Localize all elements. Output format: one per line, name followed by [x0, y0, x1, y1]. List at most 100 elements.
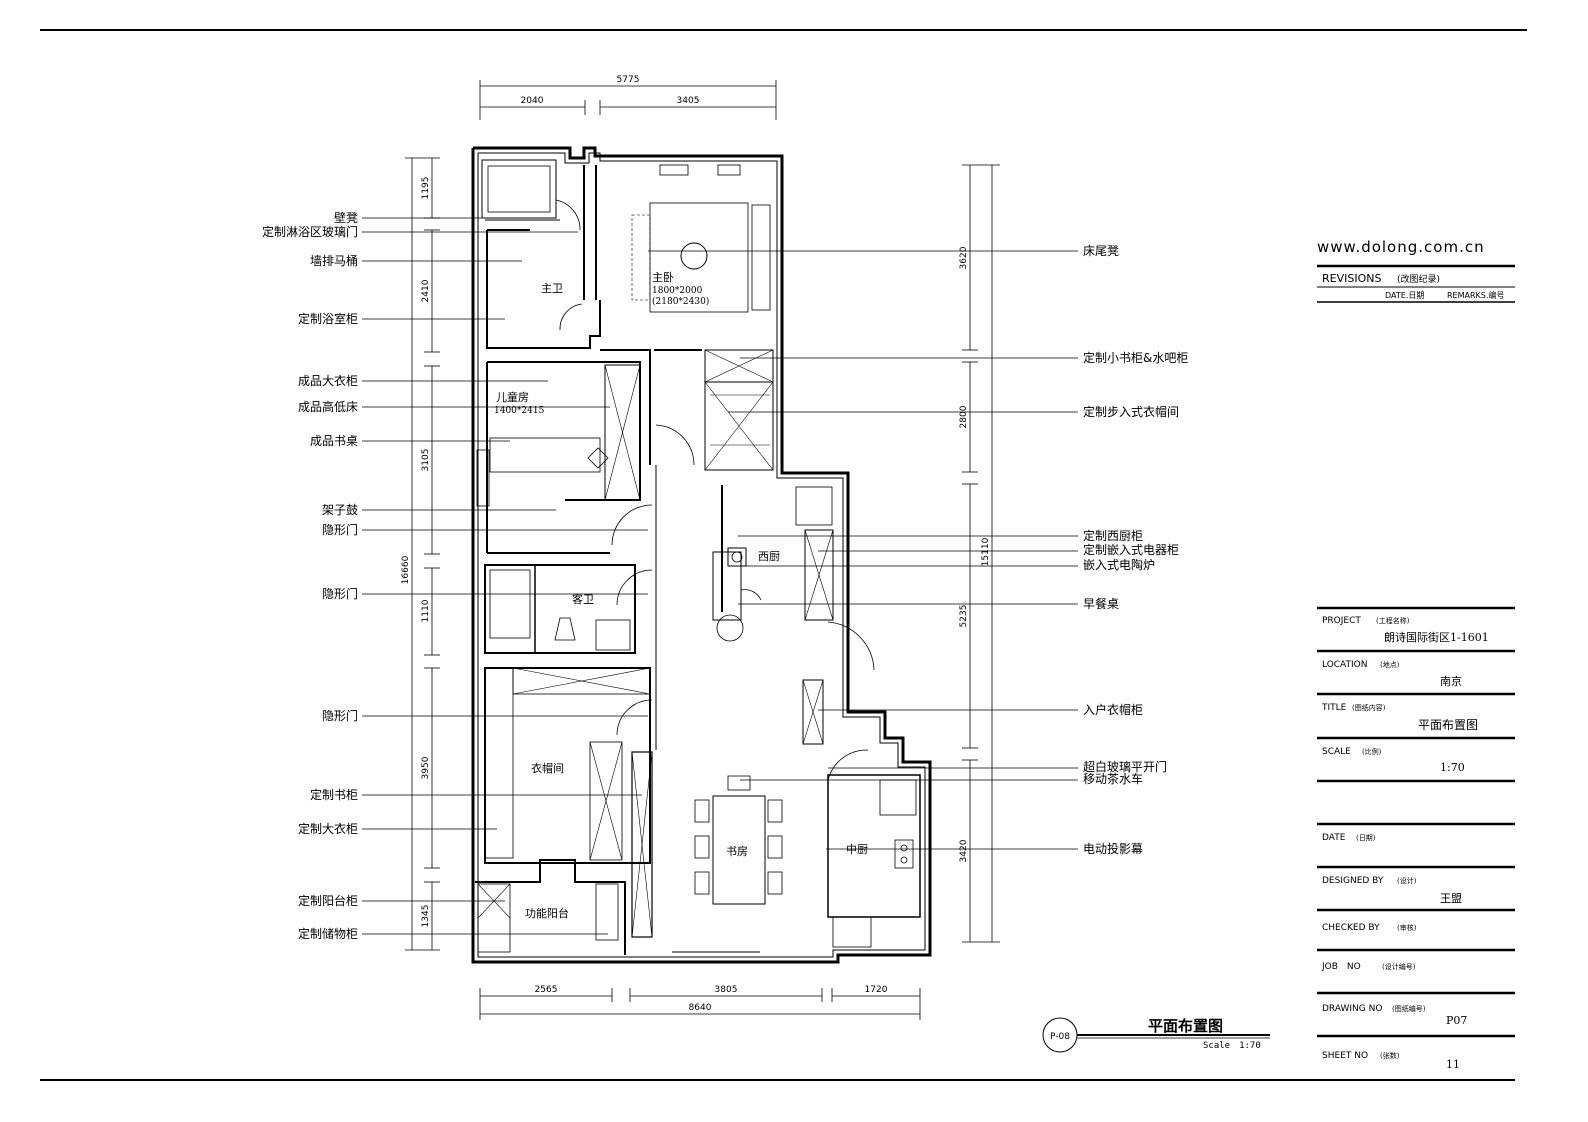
room-balcony: 功能阳台	[525, 906, 569, 920]
label-drum-kit: 架子鼓	[322, 503, 358, 517]
dim-bottom-3: 1720	[865, 985, 888, 995]
room-master-bed-size2: (2180*2430)	[652, 296, 709, 307]
scale-value: 1:70	[1440, 761, 1465, 774]
walk-in-closet	[704, 381, 774, 471]
location-label-cn: (地点)	[1380, 660, 1400, 669]
chinese-kitchen	[827, 774, 921, 918]
room-wardrobe: 衣帽间	[531, 761, 564, 775]
dim-right-3: 5235	[959, 605, 969, 628]
label-hidden-door-1: 隐形门	[322, 522, 358, 537]
room-western-kitchen: 西厨	[758, 550, 780, 563]
dim-right-total: 15110	[981, 537, 991, 566]
label-wardrobe: 成品大衣柜	[298, 373, 358, 388]
dim-right-2: 2800	[959, 405, 969, 428]
kids-bunk-bed	[604, 364, 641, 501]
date-label-cn: (日期)	[1356, 834, 1376, 842]
left-callout-labels: 壁凳 定制淋浴区玻璃门 墙排马桶 定制浴室柜 成品大衣柜 成品高低床 成品书桌 …	[262, 210, 358, 941]
sheet-no-label-cn: (张数)	[1380, 1051, 1400, 1060]
room-labels: 主卧 1800*2000 (2180*2430) 主卫 儿童房 1400*241…	[494, 271, 868, 920]
label-ceramic-stove: 嵌入式电陶炉	[1083, 557, 1155, 572]
room-master-bath: 主卫	[541, 282, 563, 295]
bottom-dimensions	[479, 988, 921, 1020]
drawing-title-block: P-08 平面布置图 Scale 1:70	[1042, 1017, 1270, 1053]
dining-table	[712, 795, 766, 905]
scale-label: SCALE	[1322, 747, 1351, 757]
left-dimensions	[405, 157, 440, 951]
drawing-title-main: 平面布置图	[1148, 1017, 1223, 1035]
revisions-remarks: REMARKS.编号	[1447, 290, 1504, 300]
dim-left-2: 2410	[421, 279, 431, 302]
drawing-no-label: DRAWING NO	[1322, 1004, 1382, 1014]
sheet-no-label: SHEET NO	[1322, 1051, 1368, 1061]
dim-right-1: 3620	[959, 246, 969, 269]
label-hidden-door-2: 隐形门	[322, 586, 358, 601]
dim-bottom-total: 8640	[689, 1003, 712, 1013]
left-callouts	[362, 217, 648, 935]
label-storage-cabinet: 定制储物柜	[298, 926, 358, 941]
label-projector-screen: 电动投影幕	[1083, 841, 1143, 856]
designed-label: DESIGNED BY	[1322, 876, 1384, 886]
right-callouts	[648, 250, 1078, 850]
label-desk: 成品书桌	[310, 434, 358, 448]
dim-left-total: 16660	[401, 555, 411, 584]
project-label: PROJECT	[1322, 616, 1361, 626]
drawing-title-scale: Scale 1:70	[1203, 1041, 1261, 1051]
label-tea-cart: 移动茶水车	[1083, 771, 1143, 786]
label-walk-in-closet: 定制步入式衣帽间	[1083, 404, 1179, 419]
title-label-cn: (图纸内容)	[1352, 703, 1386, 712]
room-study: 书房	[726, 845, 748, 858]
room-chinese-kitchen: 中厨	[846, 843, 868, 856]
label-custom-bookcase: 定制书柜	[310, 787, 358, 802]
dim-left-6: 1345	[421, 905, 431, 928]
outer-wall	[471, 146, 932, 964]
room-kids-room: 儿童房	[496, 390, 529, 404]
label-hidden-door-3: 隐形门	[322, 708, 358, 723]
job-label: JOB NO	[1321, 962, 1361, 972]
study-bookshelf	[631, 751, 653, 938]
right-dimensions	[962, 164, 1000, 943]
dim-left-4: 1110	[421, 599, 431, 622]
revisions-date: DATE.日期	[1385, 291, 1424, 300]
label-bar-cabinet: 定制小书柜&水吧柜	[1083, 350, 1188, 365]
right-callout-labels: 床尾凳 定制小书柜&水吧柜 定制步入式衣帽间 定制西厨柜 定制嵌入式电器柜 嵌入…	[1083, 243, 1188, 856]
title-value: 平面布置图	[1418, 718, 1478, 732]
label-entry-closet: 入户衣帽柜	[1083, 702, 1143, 717]
designed-value: 王盟	[1440, 892, 1462, 905]
dim-top-left: 2040	[521, 96, 544, 106]
location-value: 南京	[1440, 674, 1462, 688]
label-bath-cabinet: 定制浴室柜	[298, 311, 358, 326]
label-glass-door: 超白玻璃平开门	[1083, 759, 1167, 774]
dim-left-1: 1195	[421, 177, 431, 200]
breakfast-table	[712, 551, 742, 621]
project-label-cn: (工程名称)	[1376, 616, 1410, 625]
label-bunk-bed: 成品高低床	[298, 399, 358, 414]
label-wall-toilet: 墙排马桶	[310, 253, 358, 268]
dim-bottom-2: 3805	[715, 985, 738, 995]
dim-left-5: 3950	[421, 756, 431, 779]
label-shower-glass-door: 定制淋浴区玻璃门	[262, 224, 358, 239]
room-master-bed-size: 1800*2000	[652, 286, 703, 296]
checked-label-cn: (审核)	[1397, 923, 1417, 932]
sheet-no-value: 11	[1446, 1058, 1460, 1071]
dim-left-3: 3105	[421, 449, 431, 472]
dim-top-right: 3405	[677, 96, 700, 106]
drawing-no-value: P07	[1446, 1014, 1467, 1027]
revisions-block: REVISIONS (改图纪录) DATE.日期 REMARKS.编号	[1317, 264, 1515, 303]
wardrobe-room	[484, 667, 651, 864]
label-appliance-cabinet: 定制嵌入式电器柜	[1083, 542, 1179, 557]
date-label: DATE	[1322, 833, 1346, 843]
room-kids-bed-size: 1400*2415	[494, 406, 545, 416]
label-balcony-cabinet: 定制阳台柜	[298, 893, 358, 908]
checked-label: CHECKED BY	[1322, 923, 1380, 933]
location-label: LOCATION	[1322, 660, 1368, 670]
title-label: TITLE	[1321, 703, 1347, 713]
job-label-cn: (设计编号)	[1382, 962, 1416, 971]
label-custom-wardrobe: 定制大衣柜	[298, 821, 358, 836]
entry-closet	[802, 679, 824, 745]
project-value: 朗诗国际街区1-1601	[1384, 630, 1489, 644]
floor-plan	[471, 146, 932, 964]
guest-bath-block	[484, 564, 636, 654]
label-bench: 壁凳	[334, 210, 358, 225]
revisions-title: REVISIONS	[1322, 272, 1381, 285]
